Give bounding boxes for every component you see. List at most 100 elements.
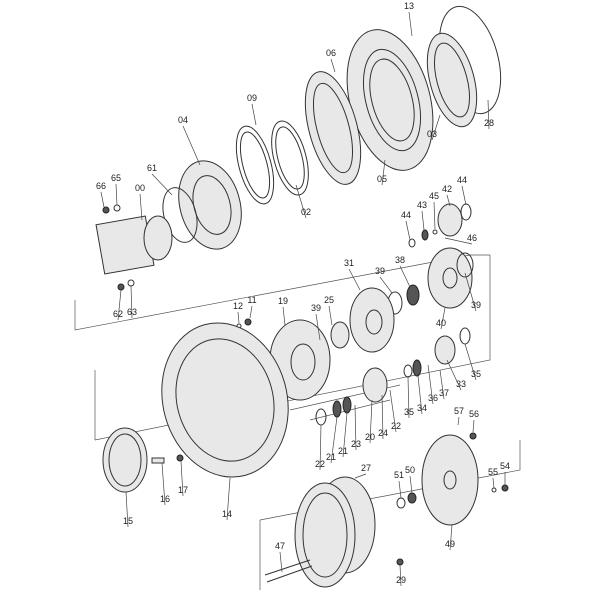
housing-04 <box>178 160 242 250</box>
leader-line-21 <box>330 416 338 464</box>
leader-line-40 <box>440 307 446 330</box>
leader-line-46 <box>444 237 473 245</box>
leader-line-42 <box>446 194 451 207</box>
part-label-56: 56 <box>468 409 480 419</box>
leader-line-11 <box>249 305 253 319</box>
part-label-65: 65 <box>110 173 122 183</box>
part-label-03: 03 <box>426 129 438 139</box>
part-label-35: 35 <box>403 407 415 417</box>
part-label-55: 55 <box>487 467 499 477</box>
part-label-12: 12 <box>232 301 244 311</box>
part-label-63: 63 <box>126 307 138 317</box>
leader-line-22 <box>389 389 397 433</box>
part-label-02: 02 <box>300 207 312 217</box>
leader-line-51 <box>398 480 402 499</box>
part-label-16: 16 <box>159 494 171 504</box>
part-label-06: 06 <box>325 48 337 58</box>
gear-42 <box>437 203 463 237</box>
part-label-49: 49 <box>444 539 456 549</box>
leader-line-39 <box>464 272 477 312</box>
part-label-21: 21 <box>325 452 337 462</box>
part-label-34: 34 <box>416 403 428 413</box>
pin-45 <box>432 229 438 235</box>
carrier-31 <box>349 287 395 353</box>
leader-line-13 <box>408 11 413 37</box>
part-label-28: 28 <box>483 118 495 128</box>
leader-line-17 <box>180 460 184 497</box>
bearing-34 <box>412 359 422 377</box>
bearing-21b <box>332 400 342 418</box>
section-boundary-upper <box>74 254 490 331</box>
leader-line-29 <box>399 564 402 587</box>
leader-line-22 <box>319 424 322 471</box>
part-label-50: 50 <box>404 465 416 475</box>
carrier-40 <box>427 247 473 309</box>
ring-06 <box>304 71 362 185</box>
seal-51 <box>396 497 406 509</box>
part-label-09: 09 <box>246 93 258 103</box>
seal-09 <box>235 125 275 205</box>
part-label-38: 38 <box>394 255 406 265</box>
part-label-22: 22 <box>390 421 402 431</box>
part-label-13: 13 <box>403 1 415 11</box>
washer-44 <box>460 203 472 221</box>
part-label-44: 44 <box>400 210 412 220</box>
bearing-50 <box>407 492 417 504</box>
bolt-54 <box>501 484 509 492</box>
bolt-62 <box>117 283 125 291</box>
leader-line-31 <box>348 268 361 291</box>
leader-line-06 <box>330 58 336 73</box>
washer-63 <box>127 279 135 287</box>
leader-line-43 <box>421 210 425 231</box>
bolt-17 <box>176 454 184 462</box>
part-label-31: 31 <box>343 258 355 268</box>
leader-line-23 <box>354 404 357 451</box>
leader-line-61 <box>151 173 173 196</box>
leader-line-34 <box>417 375 423 415</box>
leader-line-14 <box>226 477 231 521</box>
leader-line-56 <box>472 419 475 433</box>
part-label-66: 66 <box>95 181 107 191</box>
part-label-22: 22 <box>314 459 326 469</box>
part-label-42: 42 <box>441 184 453 194</box>
gear-38 <box>406 284 420 306</box>
leader-line-16 <box>161 462 166 506</box>
part-label-25: 25 <box>323 295 335 305</box>
shaft-47 <box>264 559 311 576</box>
lock-plate-16 <box>151 457 165 464</box>
part-label-05: 05 <box>376 174 388 184</box>
part-label-24: 24 <box>377 428 389 438</box>
part-label-04: 04 <box>177 115 189 125</box>
leader-line-24 <box>381 394 384 440</box>
leader-line-63 <box>130 285 133 319</box>
leader-line-44 <box>461 185 467 206</box>
part-label-57: 57 <box>453 406 465 416</box>
part-label-29: 29 <box>395 575 407 585</box>
bearing-43 <box>421 229 429 241</box>
part-label-00: 00 <box>134 183 146 193</box>
cover-15 <box>102 427 148 493</box>
leader-line-00 <box>139 193 143 221</box>
washer-65 <box>113 204 121 212</box>
leader-line-09 <box>251 103 257 126</box>
leader-line-12 <box>237 311 240 324</box>
part-label-14: 14 <box>221 509 233 519</box>
washer-35 <box>459 327 471 345</box>
leader-line-37 <box>439 369 445 400</box>
part-label-45: 45 <box>428 191 440 201</box>
leader-line-47 <box>279 551 283 573</box>
gear-33 <box>434 335 456 365</box>
leader-line-38 <box>399 265 411 288</box>
floating-seal-03 <box>426 32 478 128</box>
leader-line-02 <box>295 184 307 219</box>
leader-line-45 <box>433 201 436 230</box>
part-label-47: 47 <box>274 541 286 551</box>
part-label-51: 51 <box>393 470 405 480</box>
part-label-43: 43 <box>416 200 428 210</box>
part-label-39: 39 <box>310 303 322 313</box>
cover-49 <box>421 434 479 526</box>
leader-line-27 <box>354 473 367 479</box>
leader-line-33 <box>446 359 462 391</box>
leader-line-15 <box>125 491 129 528</box>
